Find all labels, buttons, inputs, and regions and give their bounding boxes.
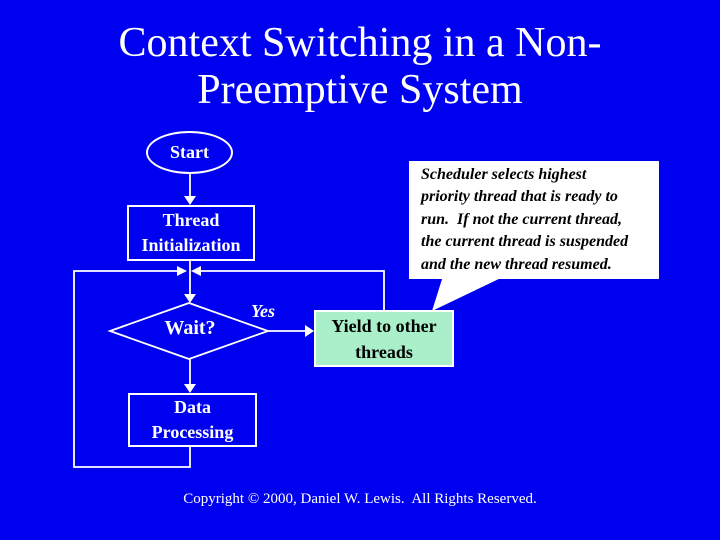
data-processing-line1: Data — [174, 397, 211, 417]
page-title: Context Switching in a Non- Preemptive S… — [0, 20, 720, 114]
page-title-line1: Context Switching in a Non- — [118, 20, 602, 66]
start-label: Start — [170, 142, 209, 162]
callout-line1: Scheduler selects highest — [421, 166, 587, 183]
copyright-notice: Copyright © 2000, Daniel W. Lewis. All R… — [183, 491, 537, 507]
thread-init-line1: Thread — [162, 210, 220, 230]
arrowhead-into-data — [184, 384, 196, 393]
connector-loopback-left — [73, 270, 191, 468]
wait-decision-diamond — [107, 302, 271, 360]
thread-initialization-node: Thread Initialization — [127, 205, 255, 261]
yield-line2: threads — [355, 341, 413, 362]
arrowhead-into-wait — [184, 294, 196, 303]
callout-tail — [432, 276, 505, 311]
data-processing-node: Data Processing — [128, 393, 257, 447]
arrowhead-into-yield — [305, 325, 314, 337]
yes-branch-label: Yes — [251, 301, 275, 321]
arrowhead-junction-from-right — [191, 266, 201, 276]
start-node: Start — [146, 131, 233, 174]
callout-line2: priority thread that is ready to — [421, 188, 618, 206]
callout-line4: the current thread is suspended — [421, 233, 629, 251]
wait-label: Wait? — [164, 317, 216, 339]
arrowhead-junction-from-left — [177, 266, 187, 276]
callout-line3: run. If not the current thread, — [421, 210, 622, 228]
connector-yield-return — [200, 270, 385, 310]
callout-line5: and the new thread resumed. — [421, 255, 612, 273]
scheduler-callout: Scheduler selects highest priority threa… — [409, 161, 659, 279]
data-processing-line2: Processing — [151, 422, 234, 442]
thread-init-line2: Initialization — [141, 235, 241, 255]
page-title-line2: Preemptive System — [197, 67, 523, 113]
yield-to-other-threads-node: Yield to other threads — [314, 310, 454, 367]
yield-line1: Yield to other — [331, 315, 437, 336]
arrowhead-into-threadinit — [184, 196, 196, 205]
